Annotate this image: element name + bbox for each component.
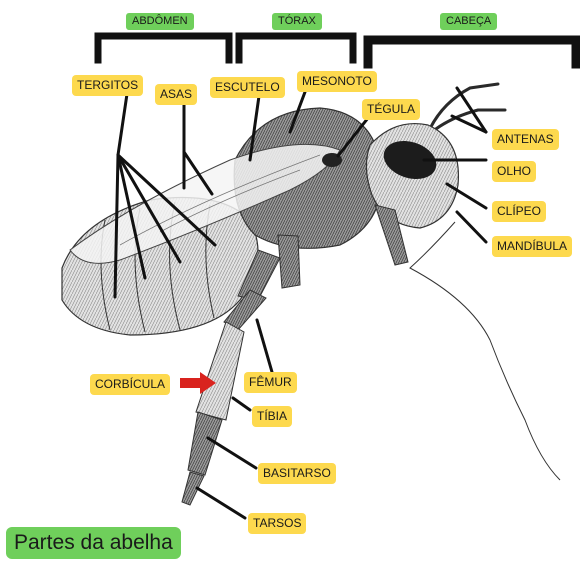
label-mesonoto: MESONOTO bbox=[297, 71, 377, 92]
label-basitarso: BASITARSO bbox=[258, 463, 336, 484]
section-brackets bbox=[98, 36, 576, 64]
section-cabeca: CABEÇA bbox=[440, 13, 497, 30]
torax-bracket bbox=[239, 36, 353, 60]
mandibula-leader bbox=[457, 212, 486, 242]
label-tarsos: TARSOS bbox=[248, 513, 306, 534]
label-asas: ASAS bbox=[155, 84, 197, 105]
femur-leader bbox=[257, 320, 272, 372]
label-olho: OLHO bbox=[492, 161, 536, 182]
tergitos-leader-stem bbox=[118, 94, 127, 155]
label-escutelo: ESCUTELO bbox=[210, 77, 285, 98]
label-clipeo: CLÍPEO bbox=[492, 201, 546, 222]
label-corbicula: CORBÍCULA bbox=[90, 374, 170, 395]
section-abdomen: ABDÔMEN bbox=[126, 13, 194, 30]
basitarso-leader bbox=[208, 438, 256, 468]
tibia-leader bbox=[233, 398, 250, 410]
label-tergitos: TERGITOS bbox=[72, 75, 143, 96]
abdomen-bracket bbox=[98, 36, 229, 60]
section-torax: TÓRAX bbox=[272, 13, 322, 30]
label-antenas: ANTENAS bbox=[492, 129, 559, 150]
label-tibia: TÍBIA bbox=[252, 406, 292, 427]
proboscis bbox=[410, 222, 560, 480]
cabeca-bracket bbox=[368, 40, 576, 64]
label-mandibula: MANDÍBULA bbox=[492, 236, 572, 257]
tarsos-leader bbox=[197, 488, 245, 518]
diagram-caption: Partes da abelha bbox=[6, 527, 181, 559]
label-femur: FÊMUR bbox=[244, 372, 297, 393]
label-tegula: TÉGULA bbox=[362, 99, 420, 120]
